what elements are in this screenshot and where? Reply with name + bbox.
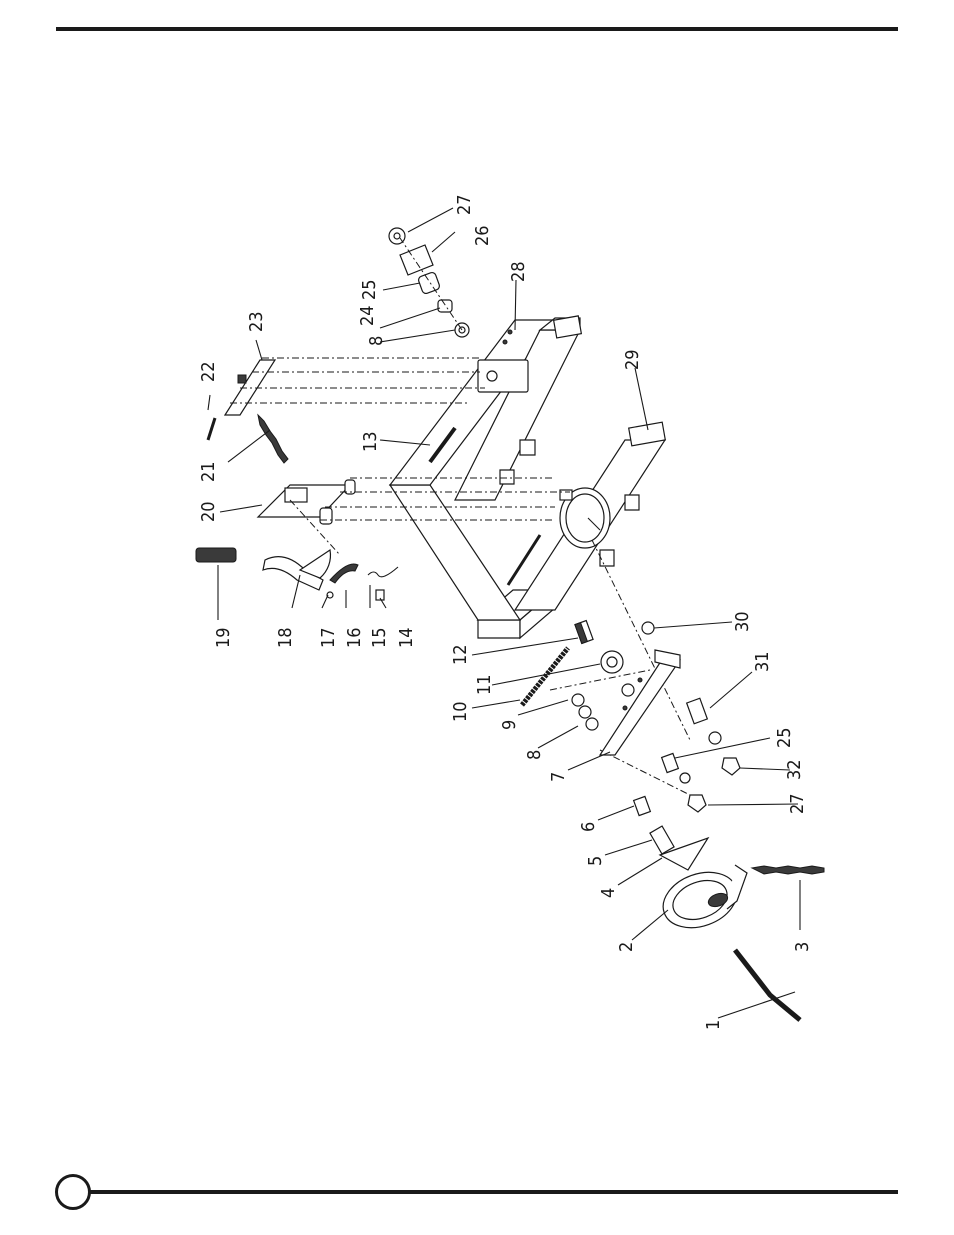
part-22-bolt: [208, 418, 215, 440]
part-12-shaft: [575, 621, 593, 644]
callout-27-upper: 27: [454, 194, 475, 215]
part-2-ratchet-wheel: [655, 863, 747, 938]
part-20-bracket-plate: [258, 480, 355, 524]
part-19-grip: [196, 548, 236, 562]
washer-2: [680, 773, 690, 783]
callout-5: 5: [585, 856, 606, 866]
part-6-spacer: [634, 796, 651, 815]
callout-13: 13: [360, 431, 381, 452]
callout-9: 9: [499, 720, 520, 730]
callout-14: 14: [396, 627, 417, 648]
callout-17: 17: [318, 627, 339, 648]
part-25-spacer: [662, 753, 679, 772]
part-31-sleeve: [687, 698, 708, 723]
callout-25-upper: 25: [359, 279, 380, 300]
callout-18: 18: [275, 627, 296, 648]
callout-3: 3: [792, 942, 813, 952]
part-3-chain: [752, 866, 824, 874]
large-gear: [560, 488, 610, 548]
callout-1: 1: [703, 1020, 724, 1030]
callout-19: 19: [213, 627, 234, 648]
callout-11: 11: [474, 674, 495, 695]
callout-31: 31: [752, 651, 773, 672]
part-11-sprocket: [601, 651, 634, 696]
callout-32: 32: [784, 759, 805, 780]
callout-26: 26: [472, 225, 493, 246]
part-18-lever: [263, 550, 330, 590]
part-5-shaft: [650, 826, 674, 854]
callout-8-lower: 8: [524, 750, 545, 760]
callout-22: 22: [198, 361, 219, 382]
callout-15: 15: [369, 627, 390, 648]
callout-2: 2: [616, 942, 637, 952]
callout-6: 6: [578, 822, 599, 832]
part-16-pawl: [330, 564, 358, 583]
callout-7: 7: [548, 772, 569, 782]
part-15-spring: [368, 567, 398, 577]
callout-12: 12: [450, 644, 471, 665]
part-10-chain: [522, 648, 568, 705]
part-21-chain: [258, 415, 288, 463]
callout-24: 24: [357, 305, 378, 326]
callout-20: 20: [198, 501, 219, 522]
callout-16: 16: [344, 627, 365, 648]
part-30-washer: [642, 622, 654, 634]
threaded-rod: [508, 535, 540, 585]
callout-27-lower: 27: [787, 793, 808, 814]
callout-8-upper: 8: [366, 336, 387, 346]
washer: [709, 732, 721, 744]
callout-23: 23: [246, 311, 267, 332]
callout-29: 29: [622, 349, 643, 370]
parts-8-9-washers: [572, 694, 598, 730]
callout-4: 4: [598, 888, 619, 898]
callout-21: 21: [198, 461, 219, 482]
part-32-nut: [722, 758, 740, 775]
part-27-nut: [688, 795, 706, 812]
callout-28: 28: [508, 261, 529, 282]
callout-25-lower: 25: [774, 727, 795, 748]
callout-30: 30: [732, 611, 753, 632]
callout-10: 10: [450, 701, 471, 722]
